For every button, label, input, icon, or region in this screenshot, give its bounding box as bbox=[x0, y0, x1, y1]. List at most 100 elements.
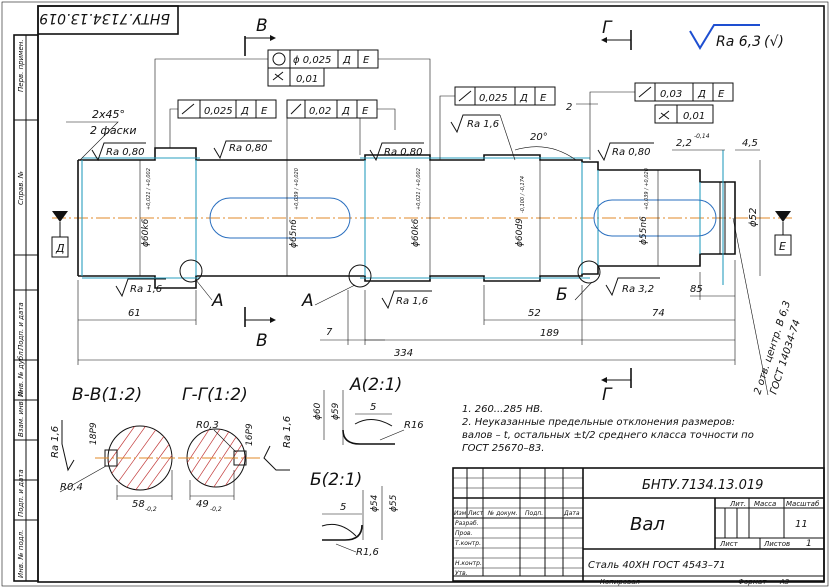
tb-nkontr: Н.контр. bbox=[455, 560, 482, 567]
side-label-vzam: Взам. инв. № bbox=[17, 389, 25, 437]
tol3-ref2: Е bbox=[261, 106, 268, 117]
dia-60d9: ϕ60d9 bbox=[515, 218, 525, 247]
tb-sheets-value: 1 bbox=[806, 539, 812, 549]
code-upside-down: БНТУ.7134.13.019 bbox=[39, 10, 170, 26]
svg-text:Ra 0,80: Ra 0,80 bbox=[612, 147, 651, 158]
datum-d-letter: Д bbox=[55, 242, 65, 255]
tb-izm: Изм bbox=[454, 510, 467, 517]
a-d59: ϕ59 bbox=[331, 402, 341, 420]
side-label-podp1: Подп. и дата bbox=[17, 302, 25, 350]
section-bb-view: 58 -0,2 18P9 R0,4 Ra 1,6 bbox=[50, 420, 185, 513]
svg-text:Ra 0,80: Ra 0,80 bbox=[384, 147, 423, 158]
dia-60k6-right: ϕ60k6 bbox=[411, 218, 421, 247]
gg-depth: 49 bbox=[196, 499, 209, 510]
dim-22: 2,2 bbox=[676, 138, 692, 149]
b-5: 5 bbox=[340, 502, 346, 513]
len-52: 52 bbox=[528, 308, 541, 319]
tb-sheets: Листов bbox=[763, 540, 790, 548]
len-61: 61 bbox=[128, 308, 141, 319]
title-block: Изм Лист № докум. Подп. Дата Разраб. Про… bbox=[452, 467, 825, 586]
section-gg-view: 49 -0,2 16P9 R0,3 Ra 1,6 bbox=[180, 416, 293, 513]
detail-a-title: А(2:1) bbox=[349, 375, 402, 395]
section-bb-title: В-В(1:2) bbox=[72, 385, 142, 405]
side-label-dubl: Инв. № дубл. bbox=[17, 349, 25, 397]
tb-list: Лист bbox=[467, 510, 484, 517]
dia-55n6: ϕ55n6 bbox=[639, 216, 649, 245]
tb-code: БНТУ.7134.13.019 bbox=[642, 478, 763, 493]
tol5-ref1: Д bbox=[519, 93, 528, 104]
tol4-ref1: Д bbox=[341, 106, 350, 117]
tolerance-frame-6: 0,03 Д Е 0,01 bbox=[589, 82, 734, 160]
tb-copied: Копировал bbox=[600, 578, 641, 586]
chamfer-count: 2 фаски bbox=[90, 124, 136, 137]
gg-key: 16P9 bbox=[245, 423, 255, 446]
tol1-value: ϕ 0,025 bbox=[293, 55, 331, 66]
tb-mass: Масса bbox=[754, 500, 776, 508]
section-mark-g-top: Г bbox=[601, 18, 632, 50]
dia-55n6-tol: +0,039 / +0,020 bbox=[644, 168, 650, 210]
length-dimensions: 61 7 52 189 74 85 334 bbox=[77, 260, 736, 365]
a-r16: R16 bbox=[404, 420, 424, 431]
svg-text:Ra 3,2: Ra 3,2 bbox=[622, 284, 654, 295]
general-ra-suffix: (√) bbox=[764, 34, 784, 50]
datum-d: Д bbox=[51, 211, 69, 258]
dia-52: ϕ52 bbox=[748, 208, 759, 227]
bb-depth-tol: -0,2 bbox=[145, 506, 157, 513]
detail-a-label-left: А bbox=[211, 291, 224, 311]
side-label-podl: Инв. № подл. bbox=[17, 530, 25, 578]
ra-16-bottom-left: Ra 1,6 bbox=[115, 278, 166, 298]
section-b-top-letter: В bbox=[256, 16, 268, 36]
code-box-top-left: БНТУ.7134.13.019 bbox=[37, 5, 179, 35]
tol3-ref1: Д bbox=[240, 106, 249, 117]
tol6-ref1: Д bbox=[697, 89, 706, 100]
datum-e: Е bbox=[774, 211, 792, 256]
tol1-ref2: Е bbox=[363, 55, 370, 66]
side-stamp: Перв. примен. Справ. № Подп. и дата Инв.… bbox=[13, 34, 39, 582]
dia-65n6-tol: +0,039 / +0,020 bbox=[294, 168, 300, 210]
bb-key: 18P9 bbox=[89, 422, 99, 445]
general-roughness: Ra 6,3 (√) bbox=[689, 24, 784, 50]
side-label-perv: Перв. примен. bbox=[17, 39, 25, 92]
tolerance-frame-5: 0,025 Д Е bbox=[439, 86, 556, 160]
section-b-bottom-letter: В bbox=[256, 331, 268, 351]
tb-scale: Масштаб bbox=[786, 500, 820, 508]
bb-ra: Ra 1,6 bbox=[50, 426, 61, 458]
chamfer-note: 2х45° 2 фаски bbox=[66, 108, 136, 161]
note-2: 2. Неуказанные предельные отклонения раз… bbox=[462, 417, 735, 428]
tb-date: Дата bbox=[563, 510, 580, 517]
dia-60k6-left: ϕ60k6 bbox=[141, 218, 151, 247]
tb-utv: Утв. bbox=[455, 570, 468, 577]
detail-b-label: Б bbox=[556, 285, 568, 305]
b-r16: R1,6 bbox=[356, 547, 379, 558]
dia-60k6-left-tol: +0,021 / +0,002 bbox=[146, 168, 152, 210]
tol2-value: 0,01 bbox=[296, 74, 318, 85]
datum-e-letter: Е bbox=[779, 240, 786, 253]
note-4: ГОСТ 25670–83. bbox=[462, 443, 544, 454]
ra-32: Ra 3,2 bbox=[605, 277, 660, 297]
detail-circle-a-right bbox=[348, 264, 372, 288]
tol5-ref2: Е bbox=[540, 93, 547, 104]
note-1: 1. 260...285 НВ. bbox=[462, 404, 543, 415]
detail-b-view: ϕ54 ϕ55 5 R1,6 bbox=[321, 486, 399, 558]
tol1-ref1: Д bbox=[342, 55, 351, 66]
tol3-value: 0,025 bbox=[204, 106, 233, 117]
shaft-outline bbox=[77, 147, 736, 289]
section-mark-b-top: В bbox=[244, 16, 276, 56]
angle-20: 20° bbox=[530, 132, 548, 143]
ra-080-c: Ra 0,80 bbox=[369, 142, 424, 162]
tol4-ref2: Е bbox=[362, 106, 369, 117]
bb-depth: 58 bbox=[132, 499, 145, 510]
side-label-podp2: Подп. и дата bbox=[17, 469, 25, 517]
tb-razrab: Разраб. bbox=[455, 520, 479, 527]
detail-b-title: Б(2:1) bbox=[310, 470, 362, 490]
tolerance-frame-4: 0,02 Д Е bbox=[286, 99, 396, 160]
tol6-ref2: Е bbox=[718, 89, 725, 100]
len-189: 189 bbox=[540, 328, 559, 339]
note-3: валов – t, остальных ±t/2 среднего класс… bbox=[462, 430, 754, 441]
tb-doc: № докум. bbox=[487, 510, 518, 517]
gg-ra: Ra 1,6 bbox=[282, 416, 293, 448]
tolerance-frame-1: ϕ 0,025 Д Е 0,01 bbox=[154, 49, 431, 155]
tol5-value: 0,025 bbox=[479, 93, 508, 104]
dia-65n6: ϕ65n6 bbox=[289, 219, 299, 248]
